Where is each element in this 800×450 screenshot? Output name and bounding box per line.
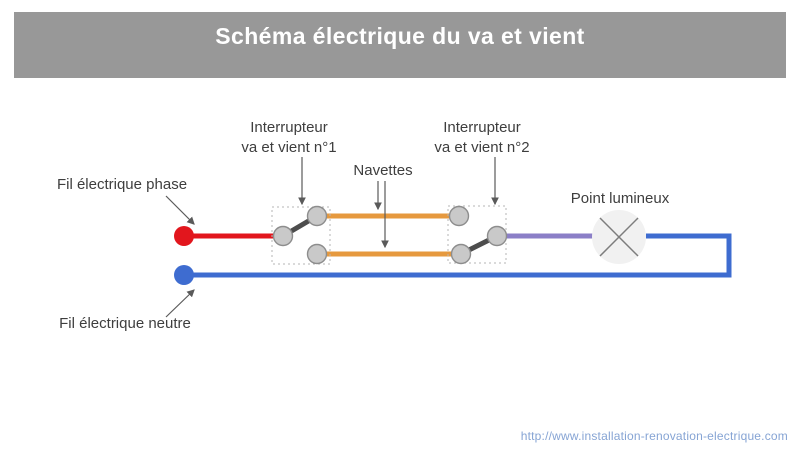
annotation-arrows <box>165 157 499 318</box>
switch-1-common-terminal <box>272 225 294 247</box>
switch-1 <box>271 205 331 265</box>
switch-2-label-line-1: Interrupteur <box>443 119 521 136</box>
light-point-label: Point lumineux <box>570 190 670 207</box>
lamp-symbol <box>592 210 646 264</box>
neutral-wire-label: Fil électrique neutre <box>59 315 191 332</box>
switch-1-dashed-box <box>271 206 331 265</box>
switch-1-label-line-2: va et vient n°1 <box>241 139 337 156</box>
footer-website-link[interactable]: http://www.installation-renovation-elect… <box>520 429 788 443</box>
switch-1-bottom-terminal <box>306 243 328 265</box>
phase-wire-label: Fil électrique phase <box>56 176 188 193</box>
switch-2-top-terminal <box>448 205 470 227</box>
switch-2 <box>447 205 508 265</box>
switch-1-label: Interrupteur va et vient n°1 <box>241 118 336 158</box>
switch-2-label: Interrupteur va et vient n°2 <box>434 118 529 158</box>
title-banner: Schéma électrique du va et vient <box>14 12 786 78</box>
lamp-cross-line-2 <box>599 217 639 257</box>
shuttles-label: Navettes <box>353 162 413 179</box>
neutral-label-arrow <box>165 289 195 318</box>
switch-1-top-terminal <box>306 205 328 227</box>
switch-1-label-line-1: Interrupteur <box>250 119 328 136</box>
neutral-terminal-dot <box>174 265 194 285</box>
switch-2-label-line-2: va et vient n°2 <box>434 139 530 156</box>
page-title: Schéma électrique du va et vient <box>215 23 585 49</box>
phase-label-arrow <box>165 195 195 225</box>
wires <box>184 213 732 278</box>
phase-terminal-dot <box>174 226 194 246</box>
switch-2-bottom-terminal <box>450 243 472 265</box>
neutral-wire <box>184 233 732 278</box>
switch-2-common-terminal <box>486 225 508 247</box>
